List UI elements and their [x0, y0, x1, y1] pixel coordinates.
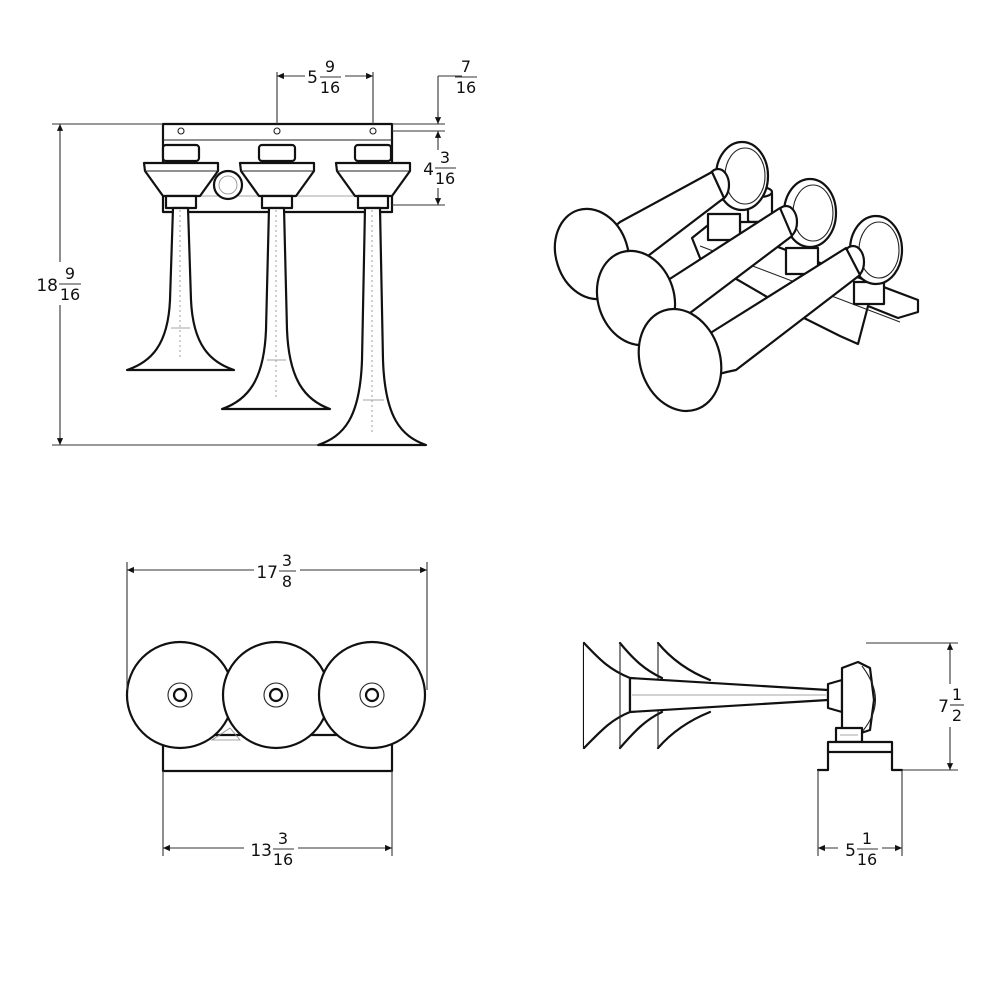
side-base — [826, 740, 894, 754]
svg-text:5: 5 — [307, 68, 318, 88]
compressor-valve — [212, 169, 244, 201]
bracket-hole — [369, 127, 377, 135]
svg-text:5: 5 — [845, 841, 856, 861]
svg-text:2: 2 — [952, 706, 962, 725]
isometric-view — [553, 140, 920, 413]
svg-text:7: 7 — [938, 697, 949, 717]
svg-text:16: 16 — [435, 169, 455, 188]
svg-text:3: 3 — [440, 148, 450, 167]
iso-horn-3 — [637, 214, 904, 413]
svg-text:16: 16 — [456, 78, 476, 97]
dim-side-base-depth: 5 1 16 — [845, 829, 878, 869]
front-horn-3 — [316, 143, 428, 447]
svg-text:13: 13 — [250, 841, 272, 861]
svg-text:3: 3 — [282, 551, 292, 570]
dim-front-height: 18 9 16 — [36, 264, 81, 304]
svg-text:1: 1 — [952, 685, 962, 704]
svg-text:1: 1 — [862, 829, 872, 848]
bottom-horn-1 — [125, 640, 235, 750]
svg-text:16: 16 — [273, 850, 293, 869]
dim-front-bracket-height: 4 3 16 — [423, 148, 456, 188]
svg-text:16: 16 — [60, 285, 80, 304]
dim-bottom-bracket-width: 13 3 16 — [250, 829, 294, 869]
dim-front-spacing: 5 9 16 — [307, 57, 341, 97]
svg-text:3: 3 — [278, 829, 288, 848]
bracket-hole — [273, 127, 281, 135]
svg-text:9: 9 — [325, 57, 335, 76]
front-horn-1 — [125, 143, 236, 372]
svg-text:17: 17 — [256, 563, 278, 583]
svg-text:18: 18 — [36, 276, 58, 296]
front-horn-2 — [220, 143, 332, 411]
bracket-hole — [177, 127, 185, 135]
svg-text:16: 16 — [857, 850, 877, 869]
svg-text:7: 7 — [461, 57, 471, 76]
bottom-view: 17 3 8 13 3 16 — [125, 551, 428, 869]
dim-bottom-overall-width: 17 3 8 — [256, 551, 296, 591]
svg-text:4: 4 — [423, 160, 434, 180]
bottom-horn-3 — [317, 640, 427, 750]
bottom-horn-2 — [221, 640, 331, 750]
dim-side-height: 7 1 2 — [938, 685, 964, 725]
svg-text:8: 8 — [282, 572, 292, 591]
svg-text:9: 9 — [65, 264, 75, 283]
dim-front-bracket-offset: 7 16 — [455, 57, 477, 97]
svg-text:16: 16 — [320, 78, 340, 97]
front-view: 5 9 16 7 16 4 3 16 18 — [36, 57, 477, 447]
side-view: 7 1 2 5 1 16 — [582, 641, 964, 869]
